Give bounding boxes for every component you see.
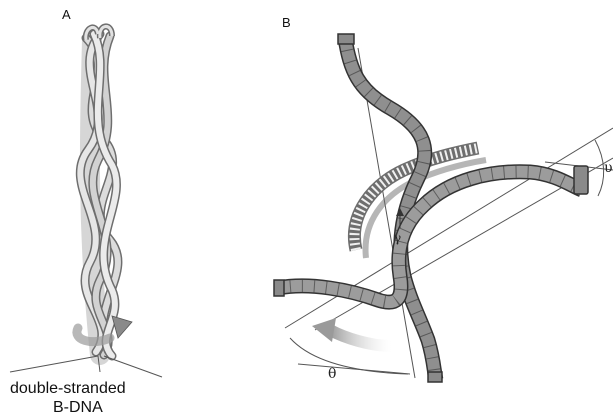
panel-a-label: A bbox=[62, 7, 71, 22]
caption-line-1: double-stranded bbox=[10, 380, 126, 397]
gamma-label: γ bbox=[394, 231, 401, 245]
helix-base-lines bbox=[10, 356, 162, 377]
caption-line-2: B-DNA bbox=[53, 399, 103, 416]
panel-a: A bbox=[10, 7, 162, 416]
theta-label: θ bbox=[328, 366, 336, 382]
phi-label: υ bbox=[604, 160, 613, 176]
panel-b: B θ υ bbox=[274, 15, 613, 382]
panel-b-label: B bbox=[282, 15, 291, 30]
b-dna-helix bbox=[80, 26, 118, 356]
rotation-arrow-b bbox=[312, 318, 392, 346]
